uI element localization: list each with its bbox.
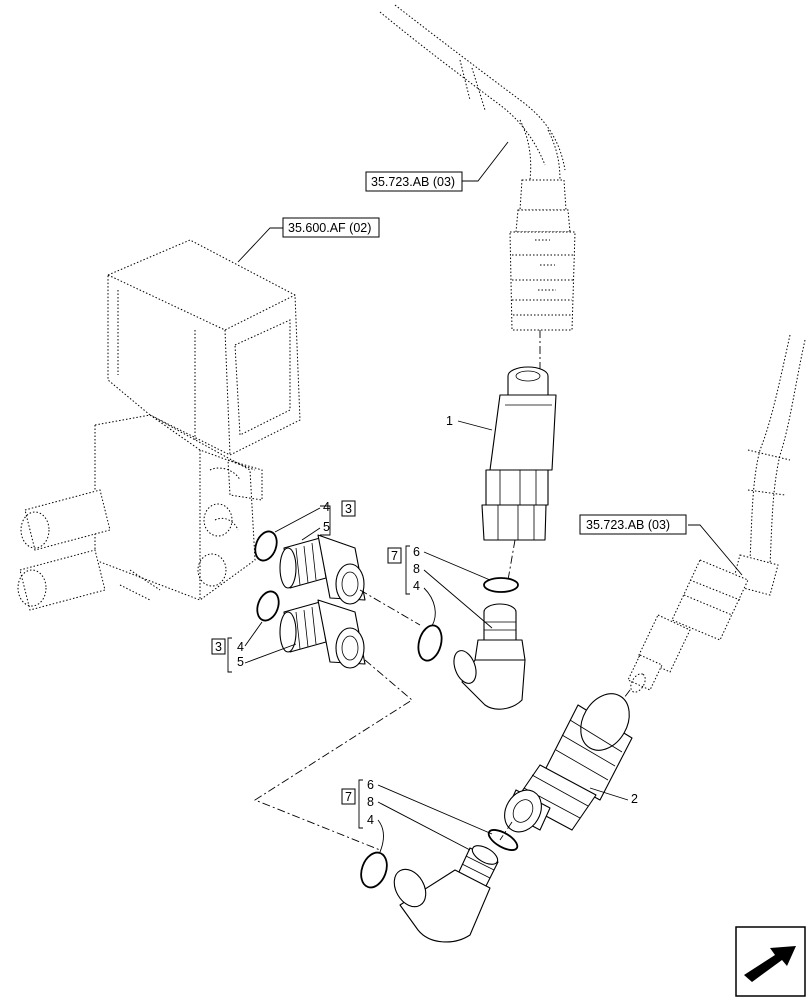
bracket-elbow-lower — [358, 779, 363, 829]
callout-lower-5: 5 — [237, 655, 244, 669]
centerline-lower — [499, 821, 513, 841]
o-ring-upper-elbow-4 — [417, 624, 443, 662]
callout-elbow-upper-4: 4 — [413, 579, 420, 593]
callout-elbow-lower-4: 4 — [367, 813, 374, 827]
fitting-lower-straight[interactable] — [279, 599, 366, 669]
callout-elbow-upper[interactable]: 7 6 8 4 — [387, 545, 493, 629]
ref-top-label: 35.723.AB (03) — [371, 175, 455, 189]
callout-box-lower-label: 3 — [215, 640, 222, 654]
o-ring-upper-left — [254, 530, 278, 562]
callout-elbow-lower[interactable]: 7 6 8 4 — [341, 778, 493, 853]
centerline-lower-route — [254, 659, 413, 851]
callout-box-upper — [341, 500, 356, 517]
ref-valve-group[interactable]: 35.600.AF (02) — [237, 217, 380, 263]
ref-top-group[interactable]: 35.723.AB (03) — [365, 141, 509, 192]
fitting-upper-straight[interactable] — [279, 534, 366, 605]
leader-upper-4 — [274, 507, 321, 533]
ref-valve-leader — [237, 227, 283, 263]
centerline-mid — [507, 539, 516, 581]
callout-group-lower[interactable]: 3 4 5 — [211, 621, 297, 673]
ref-valve-label: 35.600.AF (02) — [288, 221, 371, 235]
next-page-arrow-icon[interactable] — [735, 926, 806, 997]
callout-elbow-lower-box — [341, 788, 356, 805]
part-1-leader — [457, 420, 493, 431]
o-ring-lower-left — [256, 590, 280, 622]
bracket-upper-a — [320, 505, 331, 536]
ref-top-box — [365, 171, 463, 192]
callout-box-upper-label: 3 — [345, 502, 352, 516]
elbow-lower[interactable] — [388, 842, 501, 943]
bracket-lower — [227, 637, 232, 673]
part-1-adapter[interactable] — [481, 366, 557, 541]
right-hose — [627, 334, 806, 693]
callout-elbow-upper-8: 8 — [413, 562, 420, 576]
leader-upper-5 — [301, 527, 321, 541]
leader-elbow-lower-8 — [377, 801, 471, 851]
top-hose — [379, 4, 576, 331]
ref-valve-box — [282, 217, 380, 238]
ref-right-group[interactable]: 35.723.AB (03) — [579, 514, 743, 576]
leader-lower-4 — [244, 621, 263, 647]
leader-elbow-lower-6 — [377, 784, 493, 835]
o-ring-upper-elbow-6 — [483, 577, 519, 593]
callout-elbow-upper-box-label: 7 — [391, 549, 398, 563]
callout-upper-5: 5 — [323, 520, 330, 534]
callout-group-upper[interactable]: 3 4 5 — [274, 500, 356, 541]
centerline-upper-fitting — [359, 589, 421, 626]
callout-elbow-lower-6: 6 — [367, 778, 374, 792]
valve-block — [17, 239, 301, 611]
leader-elbow-upper-4 — [423, 587, 436, 627]
ref-right-label: 35.723.AB (03) — [586, 518, 670, 532]
o-ring-lower-elbow-4 — [360, 851, 388, 889]
part-2-label: 2 — [631, 792, 638, 806]
part-2-coupler[interactable] — [497, 685, 639, 839]
callout-elbow-lower-8: 8 — [367, 795, 374, 809]
part-1-label: 1 — [446, 414, 453, 428]
leader-elbow-upper-8 — [423, 569, 493, 629]
callout-elbow-lower-box-label: 7 — [345, 790, 352, 804]
ref-top-leader — [462, 141, 509, 182]
ref-right-leader — [688, 524, 743, 576]
leader-lower-5 — [244, 643, 297, 664]
part-2-leader — [589, 787, 629, 801]
callout-elbow-upper-6: 6 — [413, 545, 420, 559]
callout-lower-4: 4 — [237, 640, 244, 654]
callout-elbow-upper-box — [387, 547, 402, 564]
leader-elbow-upper-6 — [423, 551, 491, 581]
bracket-elbow-upper — [405, 545, 410, 595]
leader-elbow-lower-4 — [377, 819, 384, 853]
callout-upper-4: 4 — [323, 500, 330, 514]
o-ring-lower-elbow-6 — [487, 829, 519, 851]
elbow-upper[interactable] — [450, 603, 526, 710]
callout-box-lower — [211, 638, 226, 655]
ref-right-box — [579, 514, 687, 535]
